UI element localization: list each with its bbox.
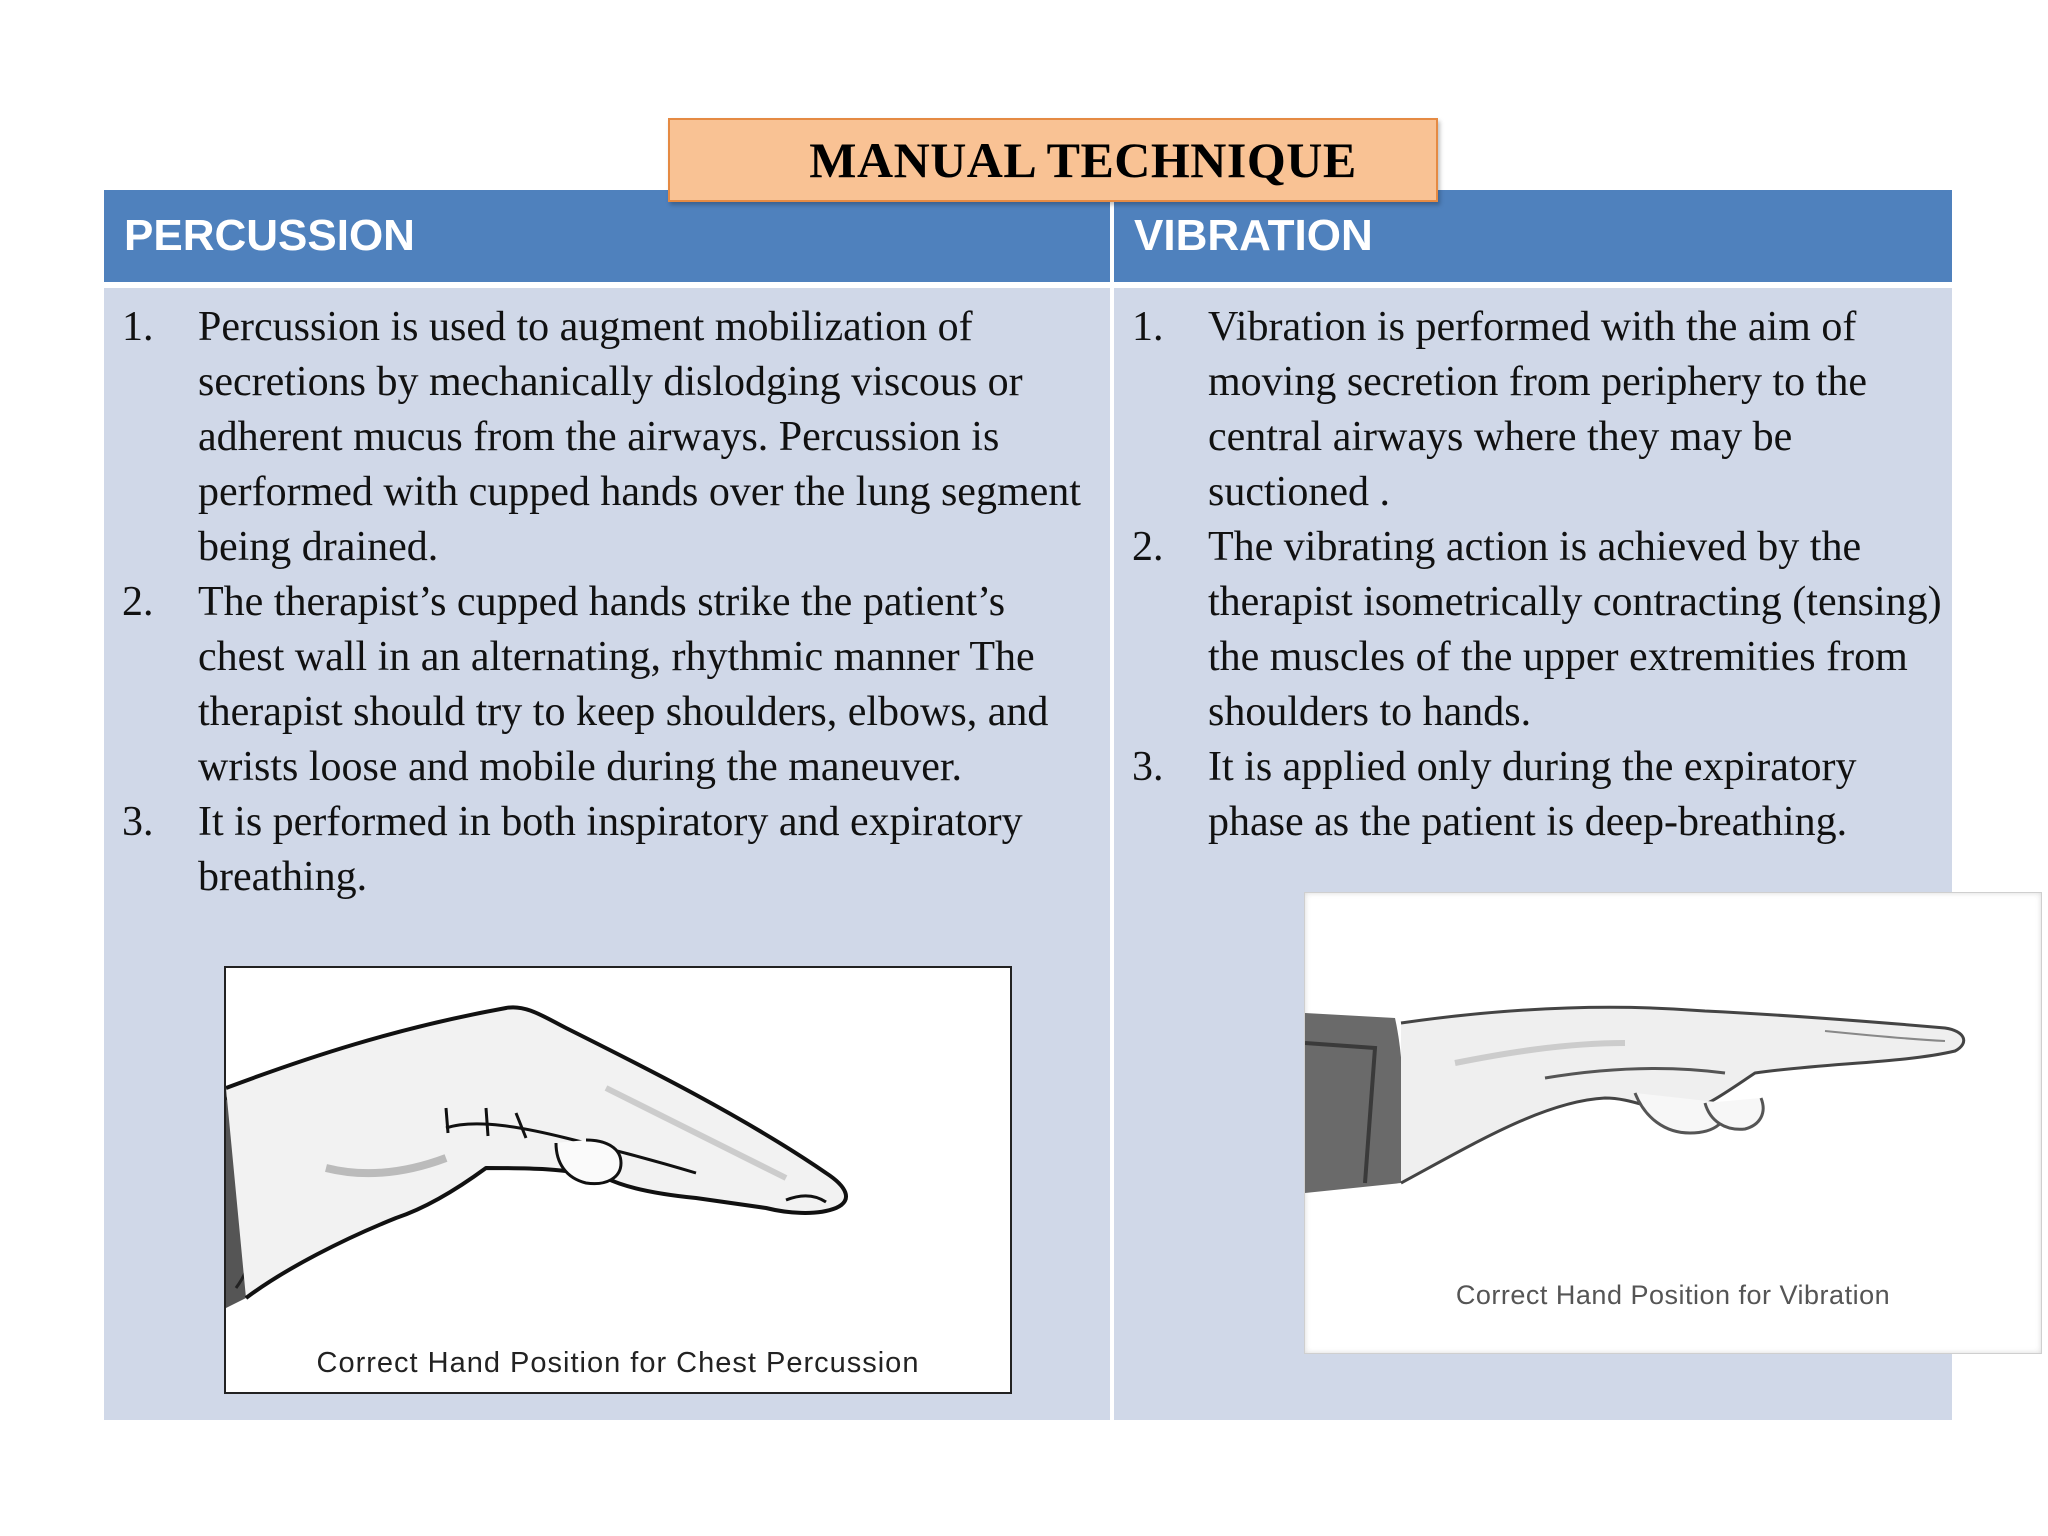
list-item: 1. Vibration is performed with the aim o… — [1132, 300, 1942, 520]
item-number: 2. — [122, 579, 154, 625]
item-text: It is applied only during the expiratory… — [1208, 744, 1857, 845]
list-item: 3. It is performed in both inspiratory a… — [122, 795, 1097, 905]
list-item: 1. Percussion is used to augment mobiliz… — [122, 300, 1097, 575]
vibration-hand-figure: Correct Hand Position for Vibration — [1304, 892, 2042, 1354]
title-box: MANUAL TECHNIQUE — [668, 118, 1438, 202]
item-number: 1. — [1132, 304, 1164, 350]
item-text: It is performed in both inspiratory and … — [198, 799, 1023, 900]
flat-hand-illustration — [1305, 1005, 1966, 1193]
percussion-hand-figure: Correct Hand Position for Chest Percussi… — [224, 966, 1012, 1394]
header-vibration: VIBRATION — [1114, 190, 1952, 282]
cell-percussion: 1. Percussion is used to augment mobiliz… — [104, 288, 1110, 1420]
vibration-caption: Correct Hand Position for Vibration — [1455, 1280, 1891, 1310]
item-text: Percussion is used to augment mobilizati… — [198, 304, 1081, 570]
cell-vibration: 1. Vibration is performed with the aim o… — [1114, 288, 2042, 1420]
item-text: Vibration is performed with the aim of m… — [1208, 304, 1867, 515]
percussion-list: 1. Percussion is used to augment mobiliz… — [122, 300, 1097, 905]
list-item: 2. The therapist’s cupped hands strike t… — [122, 575, 1097, 795]
list-item: 3. It is applied only during the expirat… — [1132, 740, 1942, 850]
item-number: 3. — [1132, 744, 1164, 790]
item-number: 1. — [122, 304, 154, 350]
item-text: The vibrating action is achieved by the … — [1208, 524, 1942, 735]
vibration-list: 1. Vibration is performed with the aim o… — [1132, 300, 1942, 850]
cupped-hand-illustration — [226, 1005, 848, 1308]
slide-title: MANUAL TECHNIQUE — [809, 132, 1357, 188]
item-text: The therapist’s cupped hands strike the … — [198, 579, 1049, 790]
technique-table: PERCUSSION VIBRATION 1. Percussion is us… — [104, 190, 2042, 1420]
header-percussion: PERCUSSION — [104, 190, 1110, 282]
percussion-caption: Correct Hand Position for Chest Percussi… — [316, 1347, 920, 1379]
item-number: 2. — [1132, 524, 1164, 570]
list-item: 2. The vibrating action is achieved by t… — [1132, 520, 1942, 740]
item-number: 3. — [122, 799, 154, 845]
